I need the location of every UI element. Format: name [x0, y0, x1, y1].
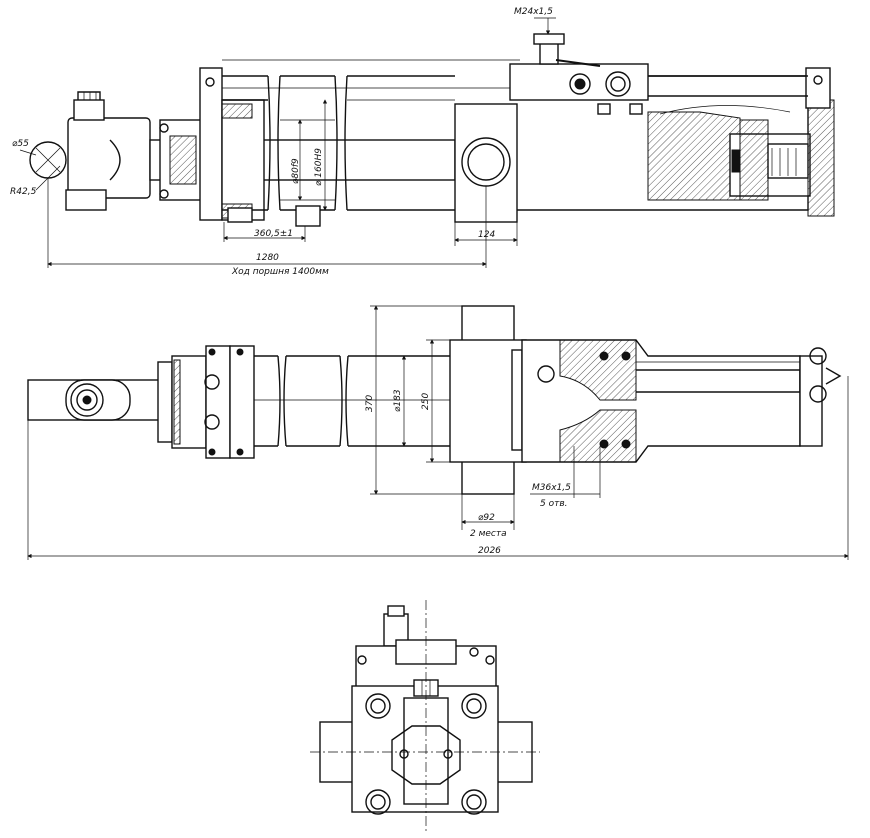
end-view [310, 600, 540, 832]
valve-block [509, 33, 808, 115]
label-port-124: 124 [478, 230, 495, 240]
top-rear-body [521, 339, 842, 463]
label-trunnion-dia: ⌀92 [478, 513, 495, 523]
label-length-1280: 1280 [256, 253, 279, 263]
top-dimensions: 370 ⌀183 250 M36x1,5 5 отв. ⌀92 2 места … [27, 305, 849, 560]
cylinder-tube [222, 59, 520, 227]
label-thread-side: M36x1,5 [532, 483, 571, 493]
label-dim-250: 250 [421, 393, 431, 410]
label-holes-count: 5 отв. [540, 499, 568, 509]
label-trunnion-count: 2 места [470, 529, 507, 539]
top-view: 370 ⌀183 250 M36x1,5 5 отв. ⌀92 2 места … [27, 305, 849, 560]
label-length-360: 360,5±1 [254, 229, 293, 239]
side-dimensions: M24x1,5 ⌀55 R42,5 ⌀80f9 ⌀ 160H9 360,5±1 … [10, 7, 556, 277]
label-bore-dia: ⌀ 160H9 [314, 148, 324, 186]
front-head [159, 67, 265, 221]
label-eye-radius: R42,5 [10, 187, 37, 197]
label-dim-370: 370 [365, 395, 375, 412]
top-front-head [157, 345, 255, 459]
label-overall-length: 2026 [478, 546, 501, 556]
side-section-view: M24x1,5 ⌀55 R42,5 ⌀80f9 ⌀ 160H9 360,5±1 … [10, 7, 835, 277]
top-tube [254, 355, 450, 447]
top-rod-eye [27, 379, 161, 421]
label-rod-dia: ⌀80f9 [291, 158, 301, 184]
label-stroke-note: Ход поршня 1400мм [231, 267, 329, 277]
rod-eye [29, 91, 151, 211]
label-pin-dia: ⌀55 [12, 139, 29, 149]
top-trunnion-block [449, 305, 527, 495]
label-dim-183: ⌀183 [393, 389, 403, 412]
label-thread-top: M24x1,5 [514, 7, 553, 17]
rear-section [517, 67, 835, 217]
